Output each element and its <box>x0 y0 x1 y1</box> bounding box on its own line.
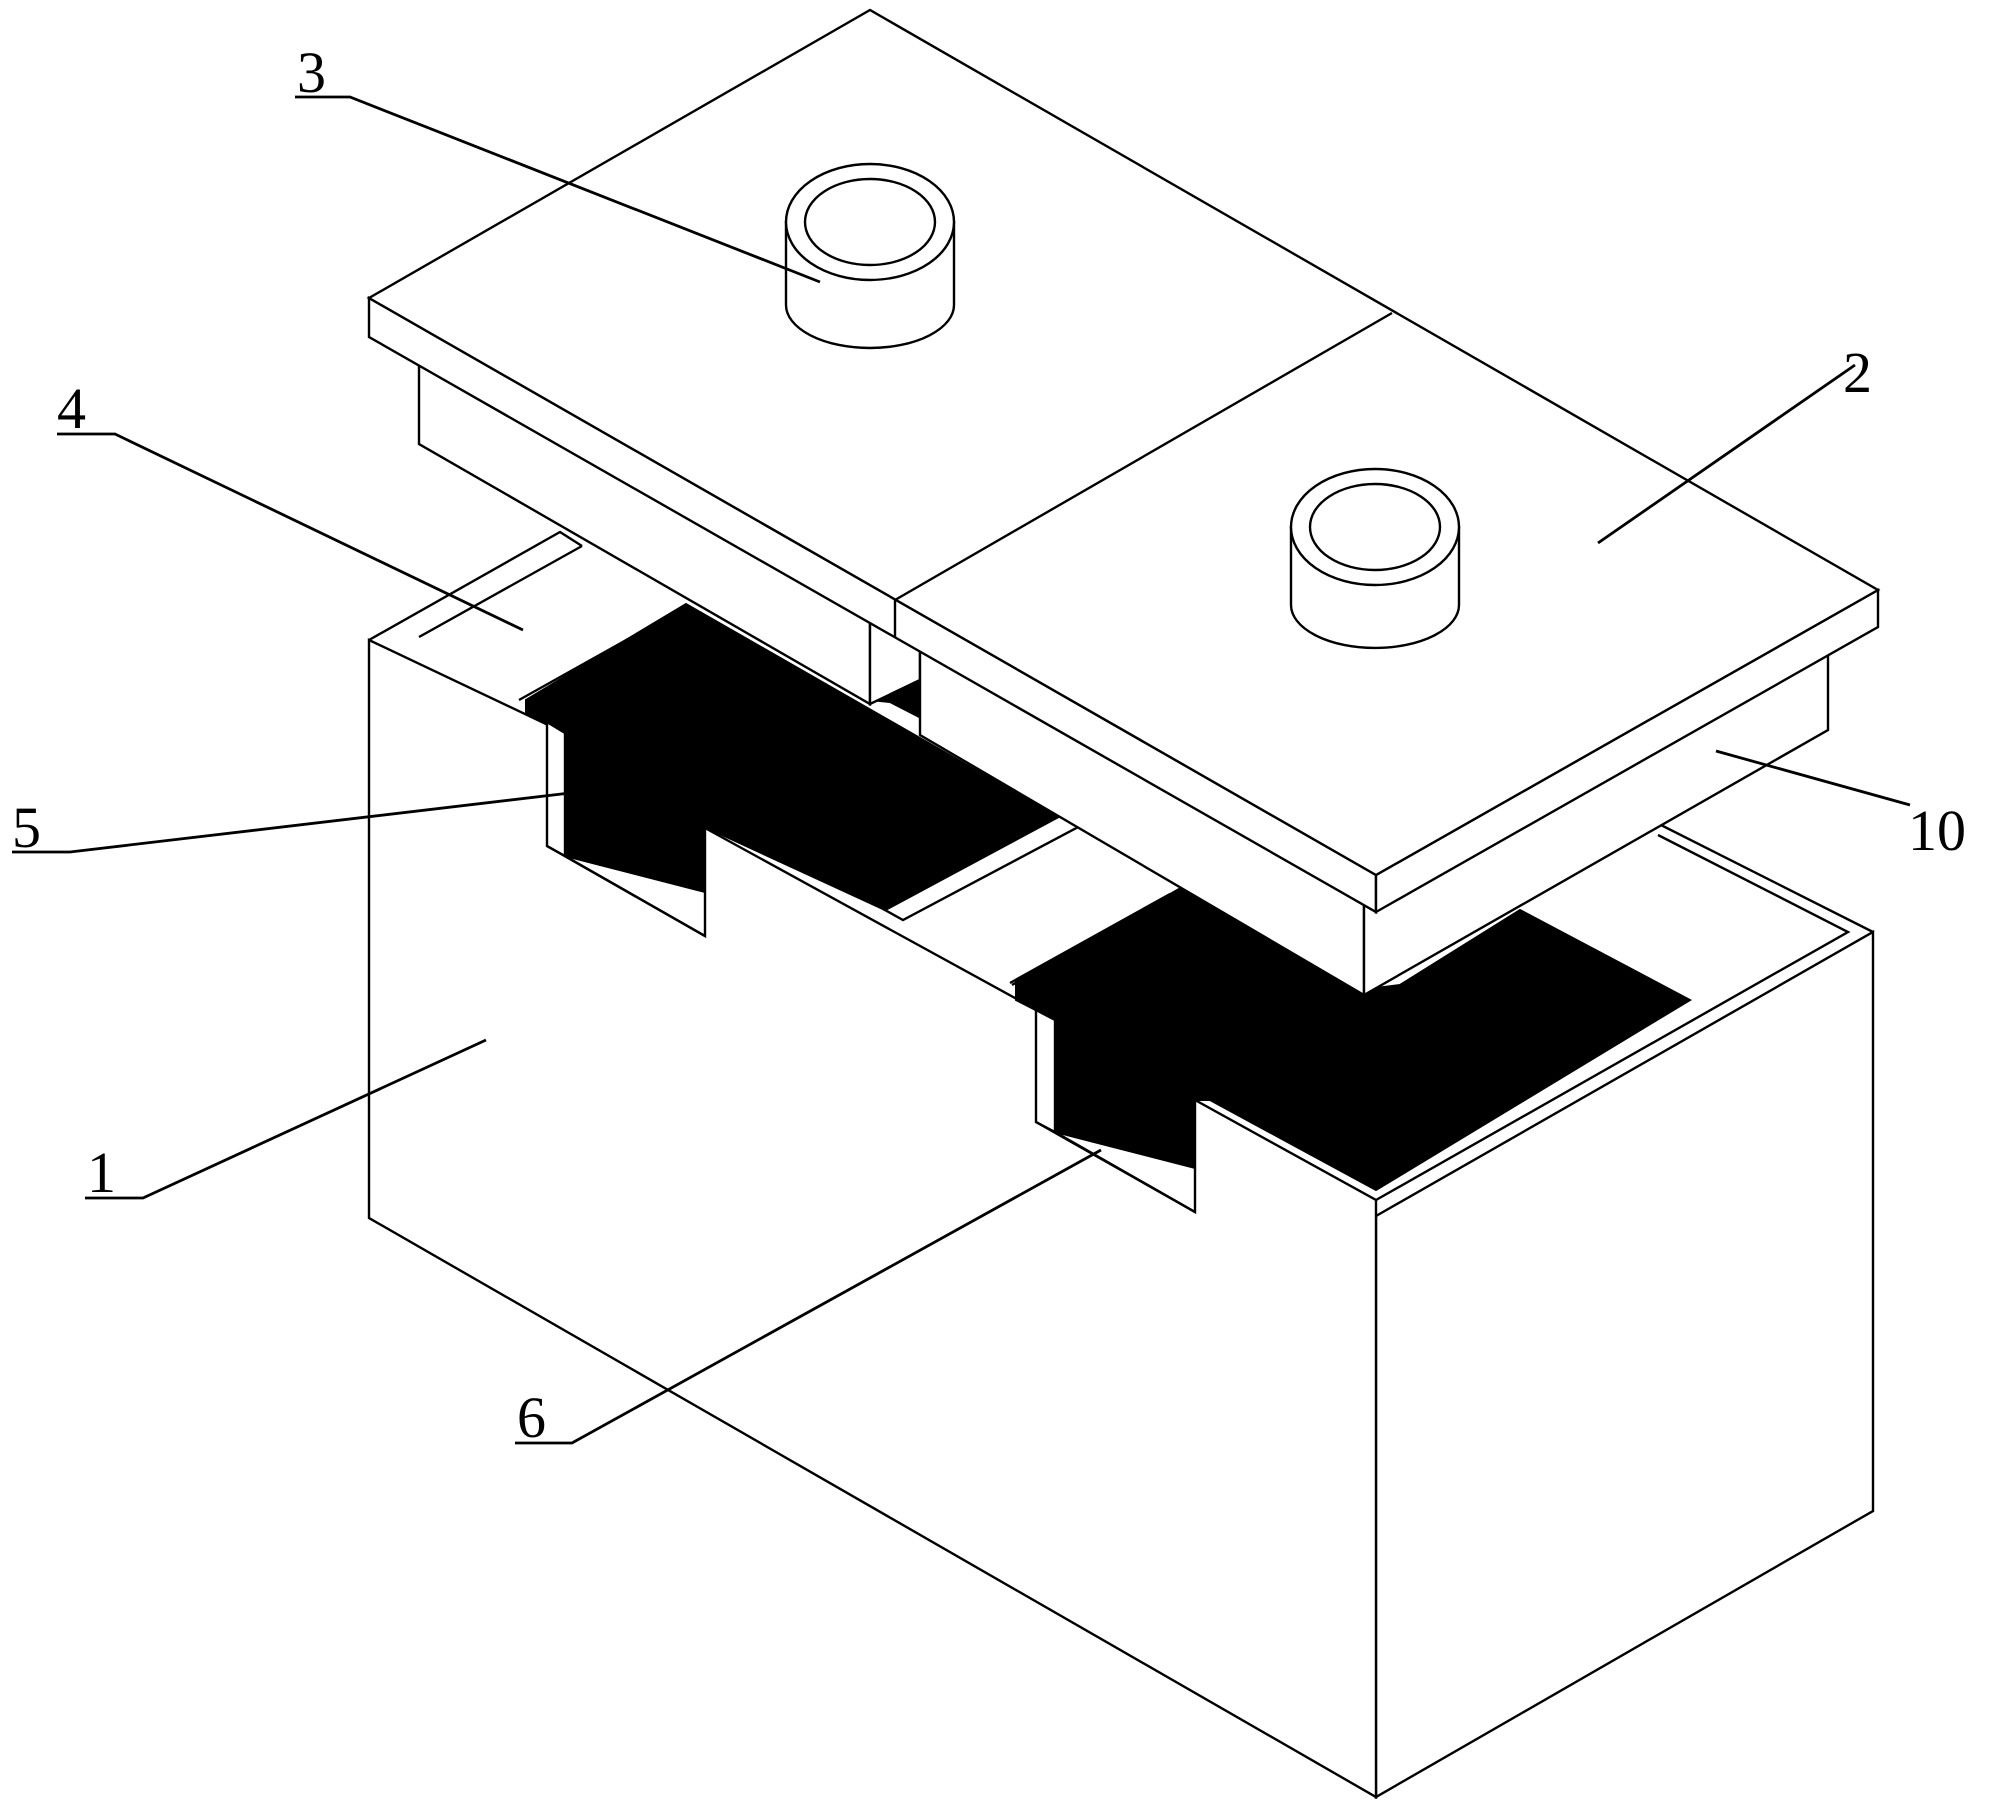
leader-5 <box>12 791 571 854</box>
label-4: 4 <box>57 376 86 441</box>
label-2: 2 <box>1843 340 1872 405</box>
case-right-rim <box>1648 817 1874 934</box>
lid-top-surface <box>366 8 1881 877</box>
case-back-rim <box>368 530 583 642</box>
terminal-post-1-top <box>784 162 956 282</box>
case-inner-rim-left <box>418 544 583 639</box>
label-1: 1 <box>87 1140 116 1205</box>
cell-divider-line <box>1011 878 1196 987</box>
lid-seam-top <box>894 311 1393 602</box>
case-inner-rim-back <box>1375 833 1851 1202</box>
leader-lines <box>12 95 1911 1445</box>
leader-2 <box>1597 363 1856 545</box>
terminal-post-1 <box>784 162 956 350</box>
electrode-plates <box>518 602 1693 1192</box>
label-3: 3 <box>297 40 326 105</box>
terminal-post-2-top <box>1289 467 1461 587</box>
label-6: 6 <box>517 1385 546 1450</box>
label-10: 10 <box>1908 798 1966 863</box>
callout-labels: 3 2 4 10 5 1 6 <box>12 40 1966 1450</box>
terminal-post-2-inner <box>1308 482 1442 572</box>
notch-right-wall <box>1034 1008 1057 1134</box>
case-body <box>367 530 1875 1800</box>
terminal-post-2 <box>1289 467 1461 650</box>
leader-1 <box>85 1038 487 1200</box>
terminal-post-1-inner <box>803 177 937 267</box>
case-notches <box>545 719 1196 1214</box>
leader-4 <box>57 432 524 632</box>
leader-6 <box>515 1148 1102 1445</box>
notch-right-bottom <box>1035 1120 1196 1214</box>
separator-strip-left <box>518 608 681 702</box>
leader-10 <box>1715 749 1911 807</box>
notch-left-bottom <box>546 844 706 938</box>
lid-assembly <box>366 8 1881 998</box>
leader-3 <box>295 95 821 284</box>
label-5: 5 <box>12 795 41 860</box>
notch-left-wall <box>545 719 567 859</box>
